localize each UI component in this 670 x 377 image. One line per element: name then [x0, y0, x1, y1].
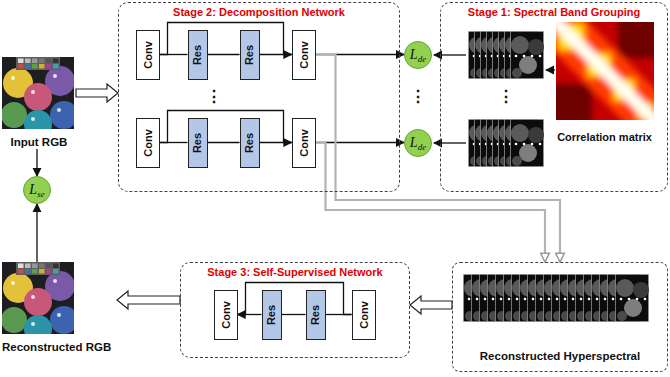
stage-panel: Stage 3: Self-Supervised NetworkConv Res R…	[180, 262, 410, 358]
symbol-main: L	[410, 47, 418, 62]
res-block: Res	[188, 118, 208, 168]
conv-block: Conv	[136, 30, 160, 80]
panel-caption: Reconstructed Hyperspectral	[480, 349, 640, 363]
conv-block: Conv	[292, 30, 316, 80]
res-block: Res	[306, 290, 326, 340]
band-stack	[468, 119, 544, 166]
connector-line	[282, 314, 306, 315]
connector-line	[238, 283, 352, 315]
flow-arrow	[410, 296, 452, 314]
connector-line	[208, 54, 240, 55]
res-block: Res	[262, 290, 282, 340]
block-label: Conv	[298, 41, 310, 69]
conv-block: Conv	[352, 290, 376, 340]
band-stack	[468, 31, 544, 78]
band-arrow	[434, 54, 466, 55]
band-arrow	[434, 142, 466, 143]
block-label: Conv	[298, 129, 310, 157]
symbol-subscript: de	[418, 54, 427, 64]
band-image	[615, 274, 649, 321]
connector-line	[36, 149, 37, 176]
block-label: Res	[192, 44, 204, 64]
conv-block: Conv	[214, 290, 238, 340]
heatmap-cell	[618, 22, 654, 58]
flow-arrow	[117, 291, 180, 309]
hyperspectral-strip	[463, 274, 649, 321]
block-label: Res	[244, 132, 256, 152]
conv-block: Conv	[292, 118, 316, 168]
heatmap-band	[556, 22, 654, 120]
symbol-subscript: se	[37, 189, 45, 199]
matrix-panel: Correlation matrix	[546, 22, 664, 144]
input-photo	[1, 57, 78, 138]
loss-circle: Lde	[404, 41, 432, 69]
panel-caption: Correlation matrix	[557, 130, 652, 144]
block-label: Conv	[142, 129, 154, 157]
loss-symbol: Lde	[410, 135, 426, 152]
connector-line	[208, 142, 240, 143]
ellipsis-mark: ⋮	[206, 88, 222, 106]
symbol-main: L	[410, 135, 418, 150]
output-image: Reconstructed RGB	[2, 262, 117, 354]
output-branch	[316, 55, 561, 263]
panel-title: Stage 2: Decomposition Network	[173, 6, 345, 19]
ellipsis-mark: ⋮	[410, 88, 426, 106]
connector-line	[316, 142, 405, 143]
panel-title: Stage 3: Self-Supervised Network	[207, 266, 382, 279]
output-branch	[316, 143, 546, 263]
connector-line	[160, 23, 292, 55]
panel-title: Stage 1: Spectral Band Grouping	[468, 6, 640, 19]
image-caption: Reconstructed RGB	[2, 340, 111, 354]
ellipsis-mark: ⋮	[498, 88, 514, 106]
block-label: Res	[310, 304, 322, 324]
heatmap-diagonal	[556, 22, 654, 120]
output-photo	[1, 262, 78, 343]
band-image	[510, 119, 544, 166]
loss-symbol: Lde	[410, 47, 426, 64]
loss-circle: Lde	[404, 129, 432, 157]
hyperspectral-panel: Reconstructed Hyperspectral	[452, 262, 668, 372]
image-caption: Input RGB	[11, 135, 68, 149]
block-label: Conv	[220, 301, 232, 329]
conv-block: Conv	[136, 118, 160, 168]
stage-panel: Stage 2: Decomposition NetworkConvResRes…	[118, 2, 400, 192]
symbol-subscript: de	[418, 142, 427, 152]
heatmap-cell	[556, 84, 592, 120]
block-label: Conv	[142, 41, 154, 69]
correlation-heatmap	[556, 22, 654, 120]
block-label: Res	[266, 304, 278, 324]
block-label: Res	[192, 132, 204, 152]
flow-arrow	[76, 84, 118, 102]
res-block: Res	[188, 30, 208, 80]
grouping-arrow	[546, 69, 555, 70]
symbol-main: L	[29, 182, 37, 197]
connector-line	[36, 204, 37, 262]
loss-circle: Lse	[23, 176, 51, 204]
res-block: Res	[240, 118, 260, 168]
connector-line	[160, 111, 292, 143]
res-block: Res	[240, 30, 260, 80]
band-image	[510, 31, 544, 78]
input-image: Input RGB	[2, 57, 76, 149]
block-label: Conv	[358, 301, 370, 329]
loss-symbol: Lse	[29, 182, 44, 199]
stage-panel: Stage 1: Spectral Band GroupingCorrelati…	[440, 2, 668, 192]
block-label: Res	[244, 44, 256, 64]
